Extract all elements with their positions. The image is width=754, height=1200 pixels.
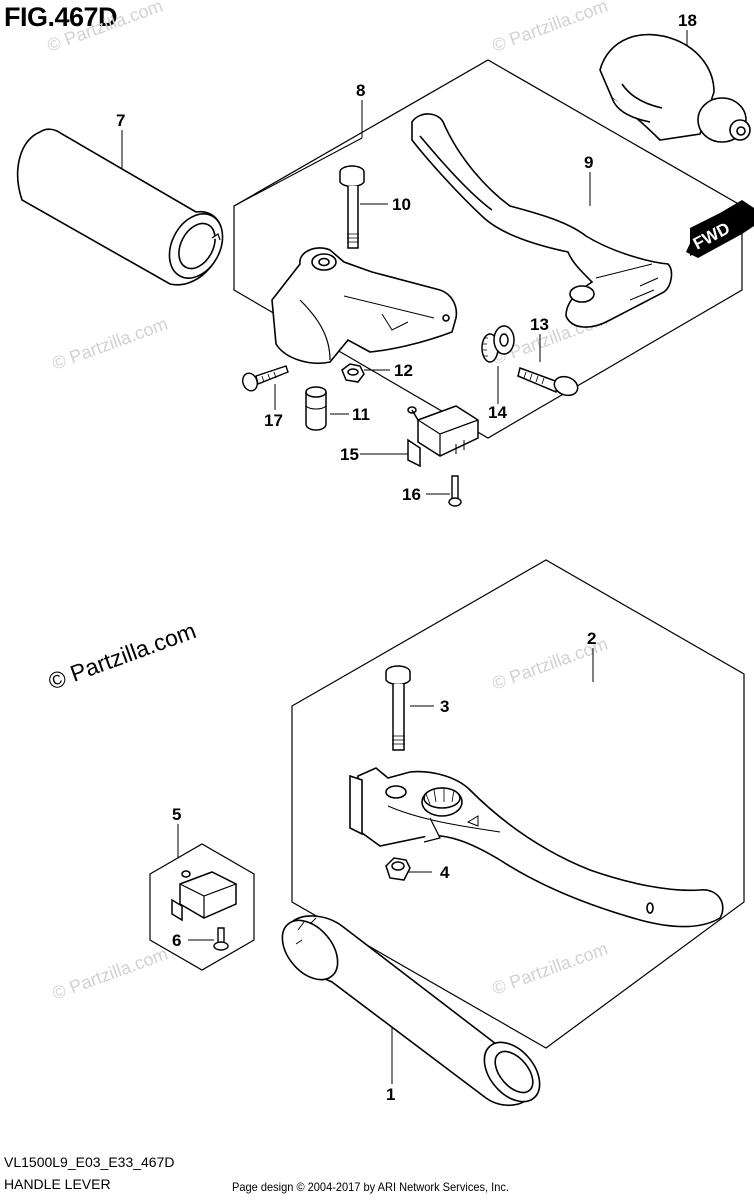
page-credit: Page design © 2004-2017 by ARI Network S…: [232, 1180, 509, 1194]
clutch-bracket: [271, 247, 458, 364]
pivot-bolt-lower: [385, 665, 411, 751]
watermark-text: © Partzilla.com: [50, 943, 171, 1003]
callout-11: 11: [352, 405, 370, 424]
watermark-text-large: © Partzilla.com: [45, 617, 200, 694]
callout-6: 6: [172, 931, 181, 950]
grip-left: [16, 128, 224, 286]
callout-17: 17: [264, 411, 283, 430]
leader-lines: [121, 30, 688, 1084]
adjuster-bolt: [517, 367, 579, 397]
callout-9: 9: [584, 153, 593, 172]
group-outline-switch: [149, 843, 255, 971]
group-outline-upper: [233, 59, 743, 439]
clutch-switch: [407, 405, 479, 468]
callout-labels: 1 2 3 4 5 6 7 8 9 10 11 12 13 14 15 16 1…: [116, 11, 697, 1104]
switch-screw-upper: [448, 475, 462, 507]
adjuster-nut: [481, 325, 515, 363]
callout-10: 10: [392, 195, 411, 214]
callout-12: 12: [394, 361, 413, 380]
brake-switch: [171, 870, 237, 922]
watermark-text: © Partzilla.com: [490, 0, 611, 56]
collar: [305, 386, 327, 431]
callout-1: 1: [386, 1085, 395, 1104]
throttle-grip: [281, 915, 541, 1107]
fwd-arrow-badge: FWD: [686, 200, 754, 258]
watermark-text: © Partzilla.com: [490, 938, 611, 998]
callout-5: 5: [172, 805, 181, 824]
brake-lever: [349, 767, 724, 928]
group-outline-lower: [291, 559, 745, 1049]
callout-16: 16: [402, 485, 421, 504]
watermark-text: © Partzilla.com: [50, 313, 171, 373]
figure-title: FIG.467D: [4, 2, 118, 32]
watermark-text: © Partzilla.com: [45, 0, 166, 56]
nut-lower: [385, 857, 411, 881]
clutch-lever: [411, 113, 673, 328]
callout-15: 15: [340, 445, 359, 464]
callout-14: 14: [488, 403, 507, 422]
lever-cover: [599, 33, 751, 143]
callout-4: 4: [440, 863, 450, 882]
model-code: VL1500L9_E03_E33_467D: [4, 1154, 175, 1170]
bracket-screw: [242, 365, 289, 392]
diagram-name: HANDLE LEVER: [4, 1176, 111, 1192]
callout-13: 13: [530, 315, 549, 334]
callout-18: 18: [678, 11, 697, 30]
callout-8: 8: [356, 81, 365, 100]
switch-screw-lower: [213, 927, 229, 951]
nut-upper: [341, 363, 365, 383]
callout-2: 2: [587, 629, 596, 648]
pivot-bolt-upper: [339, 165, 365, 249]
group-outlines: [149, 59, 745, 1049]
callout-7: 7: [116, 111, 125, 130]
callout-3: 3: [440, 697, 449, 716]
